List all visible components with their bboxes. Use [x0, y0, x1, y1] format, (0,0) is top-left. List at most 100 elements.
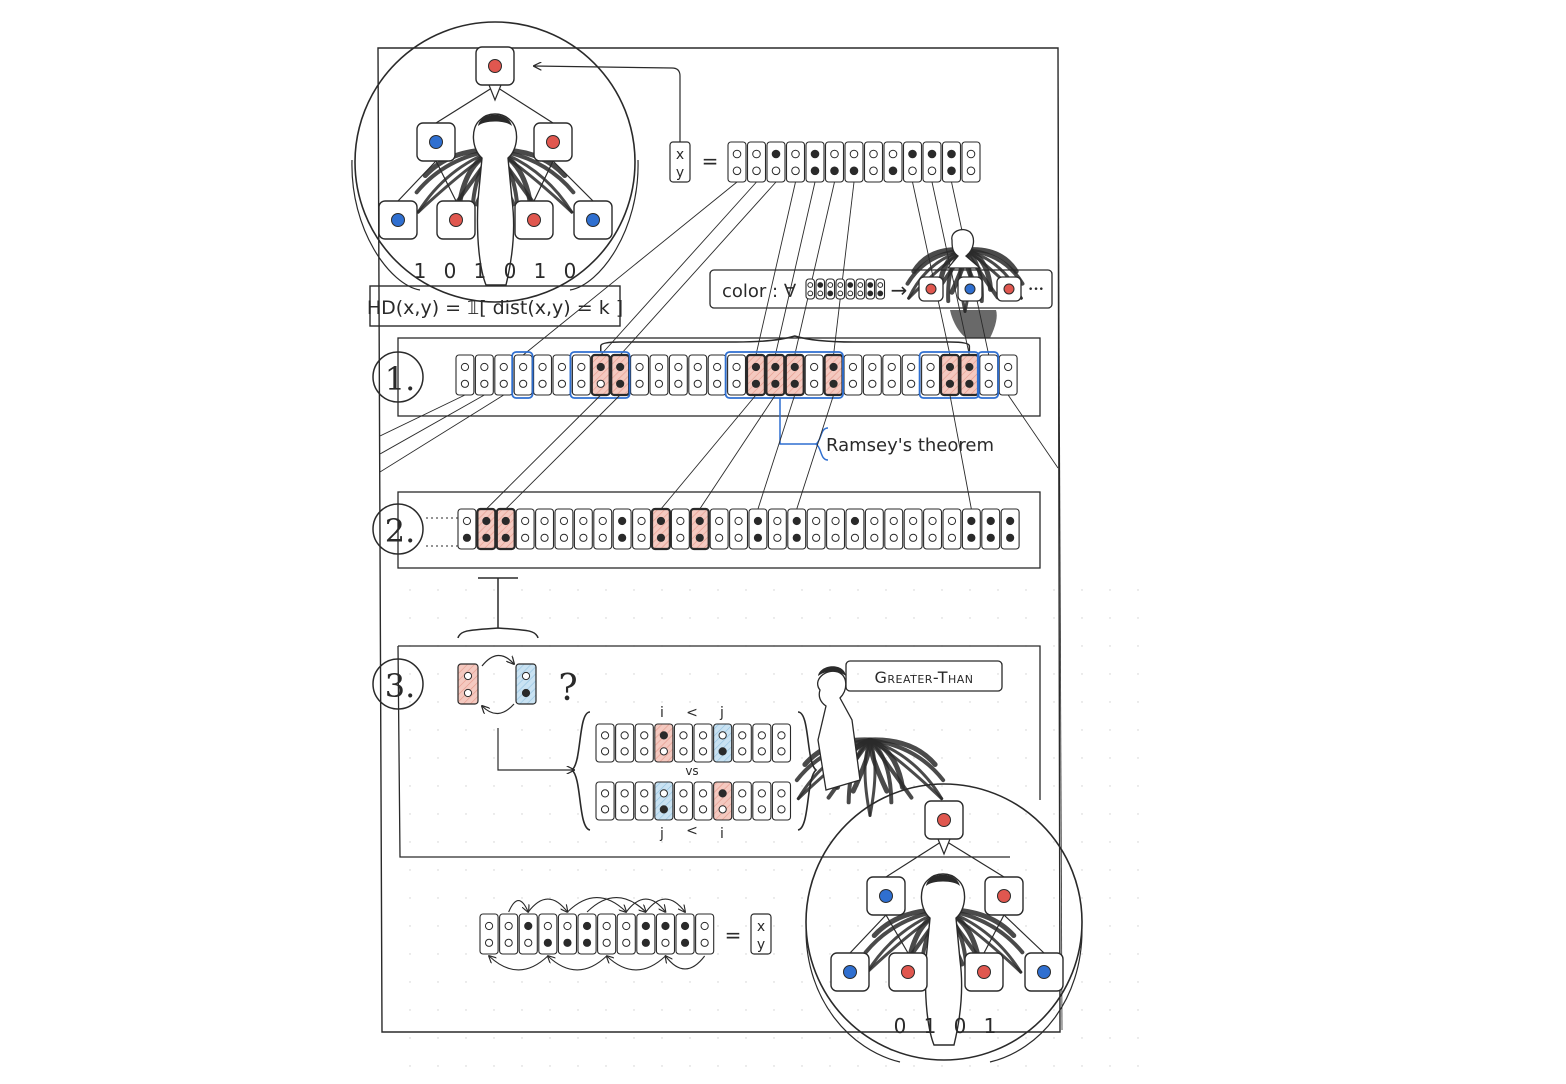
row1-cell-7-bit-0 — [596, 362, 605, 372]
cmp-top-cell-5-bit-1 — [698, 747, 708, 756]
bot-bit-3: 1 — [984, 1014, 997, 1038]
row1-cell-8-bit-0 — [616, 362, 625, 372]
top-bit-4: 1 — [534, 259, 547, 283]
grid-dot — [857, 1009, 859, 1011]
bottom-cell-10-bit-1 — [680, 938, 690, 947]
row2-cell-22-bit-1 — [889, 533, 898, 542]
grid-dot — [521, 589, 523, 591]
grid-dot — [1081, 841, 1083, 843]
swap-blue-bit-0 — [521, 671, 531, 681]
row2-cell-26-bit-1 — [967, 533, 976, 542]
grid-dot — [885, 1065, 887, 1067]
grid-dot — [717, 1037, 719, 1039]
grid-dot — [521, 869, 523, 871]
grid-dot — [941, 701, 943, 703]
grid-dot — [801, 841, 803, 843]
grid-dot — [717, 925, 719, 927]
grid-dot — [409, 897, 411, 899]
row1-cell-9 — [630, 354, 650, 396]
grid-dot — [941, 589, 943, 591]
row1-cell-4-bit-0 — [538, 362, 547, 372]
row1-cell-0 — [455, 354, 475, 396]
grid-dot — [969, 897, 971, 899]
cmp-bottom-cell-4-bit-0 — [679, 789, 688, 798]
row1-cell-15-bit-1 — [751, 379, 761, 388]
grid-dot — [1025, 1037, 1027, 1039]
color-ellipsis: ••• — [1028, 285, 1044, 295]
row2-cell-7-bit-1 — [598, 533, 607, 542]
grid-dot — [633, 1037, 635, 1039]
grid-dot — [1109, 673, 1111, 675]
row2-cell-12-bit-0 — [695, 516, 704, 526]
cmp-top-lt: < — [686, 705, 698, 721]
bot-bit-1: 1 — [924, 1014, 937, 1038]
row2-cell-23-bit-0 — [909, 516, 918, 526]
grid-dot — [913, 701, 915, 703]
grid-dot — [1109, 897, 1111, 899]
grid-dot — [661, 673, 663, 675]
grid-dot — [745, 1065, 747, 1067]
xy-top-cell-6 — [844, 141, 864, 183]
grid-dot — [885, 1009, 887, 1011]
grid-dot — [577, 589, 579, 591]
xy-top-cell-10 — [922, 141, 942, 183]
bottom-cell-7 — [616, 913, 636, 955]
grid-dot — [633, 1065, 635, 1067]
color-dots — [918, 276, 1022, 302]
xy-top-cell-12-bit-0 — [966, 149, 976, 159]
row1-cell-3-bit-1 — [519, 379, 528, 388]
xy-top-cell-1-bit-1 — [752, 166, 761, 176]
grid-dot — [801, 589, 803, 591]
row1-cell-4-bit-1 — [538, 379, 547, 388]
row1-brace-path — [600, 335, 971, 352]
grid-dot — [1137, 645, 1139, 647]
bottom-arc-bottom-3 — [665, 956, 706, 970]
grid-dot — [745, 1009, 747, 1011]
grid-dot — [1109, 925, 1111, 927]
grid-dot — [437, 841, 439, 843]
grid-dot — [605, 589, 607, 591]
row2-cell-2 — [495, 507, 516, 551]
grid-dot — [801, 785, 803, 787]
grid-dot — [605, 617, 607, 619]
xy-top-cell-5 — [824, 141, 845, 183]
cmp-top-cell-1-bit-1 — [620, 747, 629, 756]
grid-dot — [661, 701, 663, 703]
color-pattern-cell-2-bit-0 — [827, 282, 834, 288]
grid-dot — [969, 729, 971, 731]
connector-top-row1-5 — [794, 181, 835, 356]
bottom-cell-8-bit-0 — [641, 921, 650, 931]
grid-dot — [1053, 673, 1055, 675]
bottom-cell-3-bit-1 — [543, 938, 552, 947]
grid-dot — [1053, 1009, 1055, 1011]
bottom-cell-8-bit-1 — [641, 938, 650, 947]
grid-dot — [1081, 785, 1083, 787]
bottom-cell-6-bit-1 — [602, 938, 611, 947]
row2-cell-0 — [457, 508, 477, 550]
row3-panel: 3. ? i < j vs j < i Greater-Than — [372, 645, 1041, 858]
bottom-cell-5-bit-0 — [582, 921, 592, 931]
grid-dot — [745, 617, 747, 619]
row2-cell-19-bit-0 — [831, 516, 840, 526]
grid-dot — [969, 813, 971, 815]
swap-red-cell — [457, 663, 479, 705]
grid-dot — [913, 1065, 915, 1067]
grid-dot — [1081, 1037, 1083, 1039]
grid-dot — [773, 617, 775, 619]
row2-strip — [457, 507, 1020, 551]
xy-top-cell-1-bit-0 — [752, 149, 761, 159]
grid-dot — [633, 897, 635, 899]
grid-dot — [1109, 981, 1111, 983]
top-angel-hair — [478, 114, 512, 126]
grid-dot — [941, 617, 943, 619]
grid-dot — [465, 897, 467, 899]
connector-row1-left-2 — [379, 394, 504, 473]
row1-cell-21-bit-0 — [868, 362, 877, 372]
color-pattern-cell-7-bit-1 — [877, 290, 884, 297]
grid-dot — [969, 757, 971, 759]
grid-dot — [1025, 1009, 1027, 1011]
grid-dot — [521, 813, 523, 815]
grid-dot — [549, 1065, 551, 1067]
grid-dot — [857, 1037, 859, 1039]
